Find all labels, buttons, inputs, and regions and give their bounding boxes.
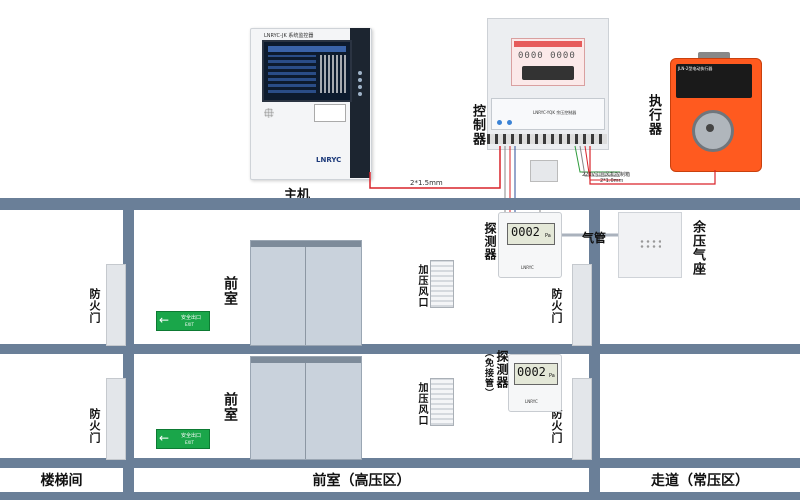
controller-model: LNRYC-YQK 余压控制器 [533, 110, 577, 115]
host-screen [262, 40, 352, 102]
host-unit: LNRYC-JK 系统监控器 LNRYC [250, 28, 372, 180]
anteroom-label-upper: 前室 [222, 276, 238, 306]
elevator-lower [250, 356, 362, 460]
host-speaker-icon [264, 108, 274, 118]
controller-display: 0000 0000 [511, 38, 585, 86]
actuator-brand: JLN-2型电动执行器 [678, 66, 713, 71]
actuator-unit: JLN-2型电动执行器 [670, 52, 762, 172]
top-wall [0, 198, 800, 210]
vent-upper [430, 260, 454, 308]
detector-sublabel-lower: （免接管） [483, 348, 493, 398]
vent-lower [430, 378, 454, 426]
mid-floor-wall [0, 344, 800, 354]
main-cable-label: 2*1.5mm [410, 179, 443, 187]
fire-door-left-lower [106, 378, 126, 460]
host-brand: LNRYC-JK 系统监控器 [264, 33, 314, 39]
zone-anteroom-high: 前室（高压区） [312, 473, 411, 489]
detector-label-upper: 探测器 [483, 222, 497, 261]
controller-display-digits: 0000 0000 [518, 51, 576, 61]
exit-sign-upper: ← 安全出口 EXIT [156, 311, 210, 331]
fire-door-label-right-lower: 防火门 [550, 408, 563, 444]
zone-corridor: 走道（常压区） [651, 473, 749, 489]
exit-sign-text: 安全出口 [181, 433, 202, 439]
socket-label: 余压气座 [690, 220, 705, 276]
actuator-wheel-icon [692, 110, 734, 152]
pressure-socket [618, 212, 682, 278]
detector-brand: LNRYC [521, 265, 534, 270]
fire-door-right-upper [572, 264, 592, 346]
exit-arrow-icon: ← [159, 431, 170, 445]
detector-unit: Pa [545, 233, 551, 239]
socket-holes-icon [639, 239, 661, 249]
fire-door-right-lower [572, 378, 592, 460]
detector-reading: 0002 [517, 365, 546, 379]
host-logo: LNRYC [316, 156, 342, 164]
exit-sign-en: EXIT [185, 322, 194, 327]
actuator-label: 执行器 [646, 94, 661, 136]
fire-door-label-right-upper: 防火门 [550, 288, 563, 324]
exit-arrow-icon: ← [159, 313, 170, 327]
exit-sign-en: EXIT [185, 440, 194, 445]
vent-label-lower: 加压风口 [416, 382, 427, 426]
controller-unit: 0000 0000 LNRYC-YQK 余压控制器 [487, 18, 609, 150]
detector-upper: 0002 Pa LNRYC [498, 212, 562, 278]
exit-sign-lower: ← 安全出口 EXIT [156, 429, 210, 449]
detector-unit: Pa [549, 373, 555, 379]
detector-reading: 0002 [511, 225, 540, 239]
fire-door-left-upper [106, 264, 126, 346]
detector-brand: LNRYC [525, 399, 538, 404]
actuator-cable-label: 2*1.0mm [600, 178, 624, 184]
zone-stairs: 楼梯间 [40, 473, 83, 489]
host-printer [314, 104, 346, 122]
exit-sign-text: 安全出口 [181, 315, 202, 321]
power-box [530, 160, 558, 182]
left-partition-wall [123, 210, 134, 500]
controller-terminals [487, 134, 607, 144]
detector-lower: 0002 Pa LNRYC [508, 354, 562, 412]
elevator-upper [250, 240, 362, 346]
fire-door-label-left-upper: 防火门 [88, 288, 101, 324]
controller-buttons [497, 110, 517, 125]
right-partition-wall [589, 210, 600, 500]
detector-label-lower: 探测器 [495, 350, 509, 389]
host-indicator-lights [356, 68, 364, 128]
bottom-floor-wall [0, 458, 800, 468]
pipe-label: 气管 [582, 231, 607, 245]
bottom-edge-wall [0, 492, 800, 500]
vent-label-upper: 加压风口 [416, 264, 427, 308]
controller-label: 控制器 [470, 104, 485, 146]
anteroom-label-lower: 前室 [222, 392, 238, 422]
fire-door-label-left-lower: 防火门 [88, 408, 101, 444]
power-note: 220V引自风机控制箱 [582, 172, 630, 178]
